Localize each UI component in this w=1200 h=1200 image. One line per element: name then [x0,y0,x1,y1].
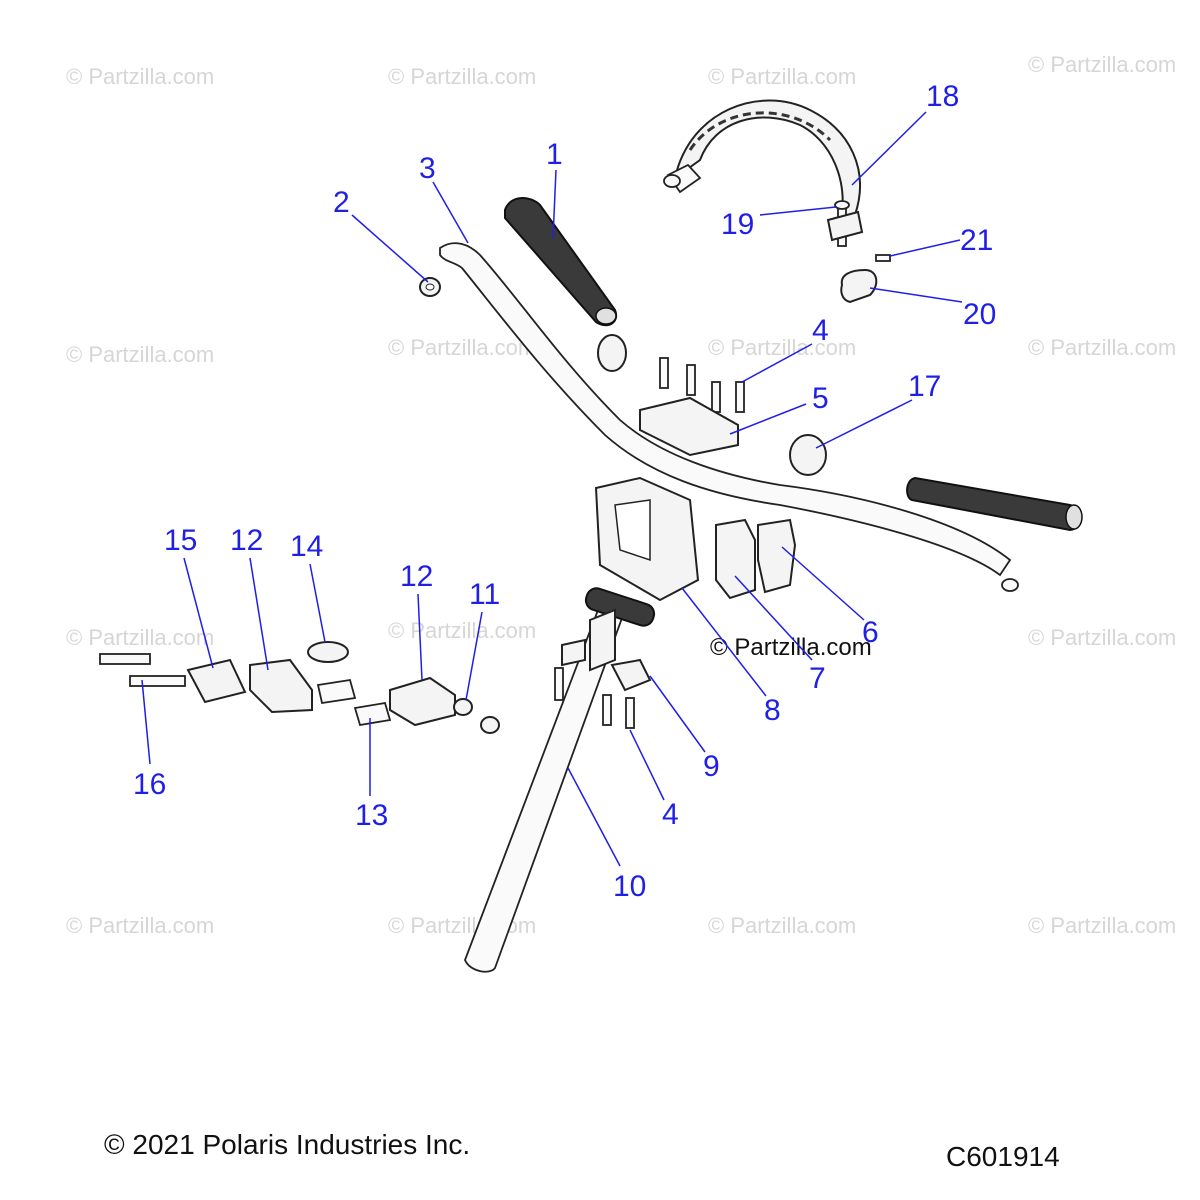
leader-11 [465,611,483,701]
watermark: © Partzilla.com [66,342,214,367]
callout-6: 6 [862,616,879,649]
callout-4a: 4 [812,314,829,347]
part-bolt-16 [99,653,186,687]
callout-20: 20 [963,298,996,331]
leader-6 [781,546,865,621]
callout-2: 2 [333,186,350,219]
callout-4b: 4 [662,798,679,831]
callout-21: 21 [960,224,993,257]
callout-13: 13 [355,799,388,832]
watermark: © Partzilla.com [66,913,214,938]
part-right-grip [906,476,1083,532]
part-handlebar [439,242,1019,592]
part-lower-clamp-9 [561,638,652,692]
leader-lines [141,111,963,867]
callout-7: 7 [809,662,826,695]
part-hand-guard [663,99,861,228]
watermark-grid: © Partzilla.com © Partzilla.com © Partzi… [66,52,1176,938]
part-pin-21 [875,254,891,262]
watermark: © Partzilla.com [1028,335,1176,360]
callout-9: 9 [703,750,720,783]
leader-19 [759,206,837,216]
part-top-clamp [639,396,739,457]
callout-18: 18 [926,80,959,113]
part-plate-15 [186,658,247,704]
part-bar-end-nut [419,277,441,297]
watermark: © Partzilla.com [1028,52,1176,77]
part-mount-12-right [389,676,456,727]
leader-4b [629,729,665,801]
leader-8 [681,587,767,697]
callout-1: 1 [546,138,563,171]
watermark: © Partzilla.com [708,913,856,938]
callout-16: 16 [133,768,166,801]
leader-1 [552,169,557,239]
part-spacer-14 [307,641,349,663]
watermark: © Partzilla.com [388,64,536,89]
watermark: © Partzilla.com [708,64,856,89]
part-clamp-19-20 [826,210,878,304]
leader-2 [351,214,429,283]
part-throttle-ring [597,334,627,372]
leader-7 [734,575,813,661]
callout-15: 15 [164,524,197,557]
watermark: © Partzilla.com [1028,625,1176,650]
leader-14 [309,563,326,643]
leader-18 [851,111,927,186]
copyright-text: © 2021 Polaris Industries Inc. [104,1129,470,1160]
leader-12b [417,593,423,681]
leader-15 [183,557,214,669]
leader-21 [889,239,961,257]
part-left-grip [504,197,618,327]
leader-20 [869,287,963,303]
callout-8: 8 [764,694,781,727]
watermark: © Partzilla.com [66,64,214,89]
callout-14: 14 [290,530,323,563]
leader-10 [567,767,621,867]
watermark: © Partzilla.com [708,335,856,360]
part-riser-block [594,476,700,602]
part-nut-11 [453,698,500,734]
callout-3: 3 [419,152,436,185]
part-mount-12-left [249,658,313,714]
callout-17: 17 [908,370,941,403]
leader-9 [649,675,706,753]
leader-5 [729,403,807,435]
part-clamp-bolts-lower [554,667,635,729]
callout-11: 11 [469,578,500,611]
part-spacer-13 [316,678,392,727]
watermark-center: © Partzilla.com [710,634,872,661]
part-riser-half-7 [715,518,756,600]
leader-12a [249,557,269,671]
leader-17 [815,399,913,449]
diagram-code: C601914 [946,1141,1060,1172]
watermark: © Partzilla.com [1028,913,1176,938]
callout-10: 10 [613,870,646,903]
callout-5: 5 [812,382,829,415]
leader-16 [141,679,151,765]
part-steering-post [464,587,656,973]
part-riser-half-6 [757,518,797,594]
watermark: © Partzilla.com [66,625,214,650]
callout-12a: 12 [230,524,263,557]
callout-19: 19 [721,208,754,241]
callout-numbers: 1 2 3 4 4 5 6 7 8 9 10 11 12 12 13 14 15… [133,80,996,903]
watermark: © Partzilla.com [388,335,536,360]
leader-3 [432,181,469,244]
callout-12b: 12 [400,560,433,593]
part-collar-17 [789,434,827,476]
watermark: © Partzilla.com [388,618,536,643]
leader-4a [741,343,813,383]
